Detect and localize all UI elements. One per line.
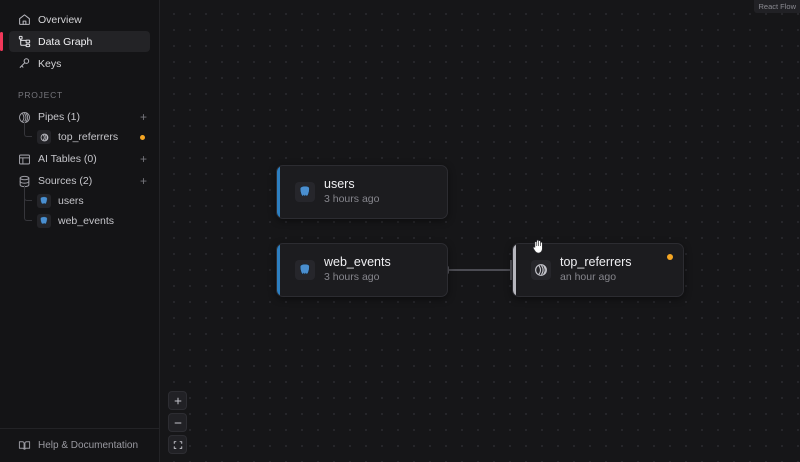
book-icon	[18, 439, 31, 452]
sidebar-group-label: AI Tables (0)	[38, 153, 97, 165]
tree-connector	[24, 121, 32, 137]
sidebar-group-pipes[interactable]: Pipes (1) +	[9, 107, 150, 127]
graph-node-top_referrers[interactable]: top_referrers an hour ago	[512, 243, 684, 297]
sidebar: Overview Data Graph	[0, 0, 160, 462]
status-dot	[140, 134, 145, 140]
sidebar-child-label: users	[58, 195, 84, 207]
sidebar-item-keys[interactable]: Keys	[9, 53, 150, 74]
node-title: top_referrers	[560, 254, 632, 269]
pipe-icon	[37, 130, 51, 144]
node-stripe	[277, 244, 280, 296]
add-ai-table-button[interactable]: +	[139, 152, 147, 166]
sidebar-child-label: top_referrers	[58, 131, 119, 143]
postgres-icon	[295, 181, 315, 202]
sidebar-item-data-graph[interactable]: Data Graph	[0, 31, 150, 52]
pipe-icon	[531, 259, 551, 280]
sidebar-child-label: web_events	[58, 215, 115, 227]
sidebar-item-overview[interactable]: Overview	[9, 9, 150, 30]
help-documentation-link[interactable]: Help & Documentation	[0, 428, 160, 462]
sidebar-group-ai-tables[interactable]: AI Tables (0) +	[9, 149, 150, 169]
sidebar-item-web_events[interactable]: web_events	[9, 187, 150, 231]
data-graph-icon	[18, 35, 31, 48]
sidebar-item-label: Overview	[38, 13, 82, 26]
sidebar-group-label: Pipes (1)	[38, 111, 81, 123]
sidebar-group-label: Sources (2)	[38, 175, 93, 187]
postgres-icon	[37, 214, 51, 228]
node-status-dot	[667, 254, 673, 260]
node-subtitle: 3 hours ago	[324, 271, 380, 284]
graph-node-users[interactable]: users 3 hours ago	[276, 165, 448, 219]
node-stripe	[277, 166, 280, 218]
react-flow-attribution[interactable]: React Flow	[754, 0, 800, 13]
tree-connector	[24, 187, 32, 221]
add-pipe-button[interactable]: +	[139, 110, 147, 124]
sidebar-item-top_referrers[interactable]: top_referrers	[9, 121, 150, 147]
ai-table-icon	[18, 153, 31, 166]
section-label-project: PROJECT	[18, 90, 63, 100]
data-graph-canvas[interactable]: React Flow users 3 hours ago	[160, 0, 800, 462]
fit-view-button[interactable]	[168, 435, 187, 454]
help-documentation-label: Help & Documentation	[38, 440, 139, 451]
postgres-icon	[37, 194, 51, 208]
zoom-out-button[interactable]	[168, 413, 187, 432]
edge-web_events-to-top_referrers	[448, 269, 512, 271]
node-stripe	[513, 244, 516, 296]
edge-target-handle[interactable]	[510, 260, 512, 280]
sidebar-item-label: Keys	[38, 57, 62, 70]
sidebar-item-label: Data Graph	[38, 35, 93, 48]
active-indicator	[0, 32, 3, 51]
home-icon	[18, 13, 31, 26]
sidebar-group-sources[interactable]: Sources (2) +	[9, 171, 150, 191]
key-icon	[18, 57, 31, 70]
graph-node-web_events[interactable]: web_events 3 hours ago	[276, 243, 448, 297]
postgres-icon	[295, 259, 315, 280]
node-title: users	[324, 176, 355, 191]
node-subtitle: 3 hours ago	[324, 193, 380, 206]
canvas-controls	[168, 391, 187, 454]
node-title: web_events	[324, 254, 391, 269]
node-subtitle: an hour ago	[560, 271, 617, 284]
zoom-in-button[interactable]	[168, 391, 187, 410]
add-source-button[interactable]: +	[139, 174, 147, 188]
